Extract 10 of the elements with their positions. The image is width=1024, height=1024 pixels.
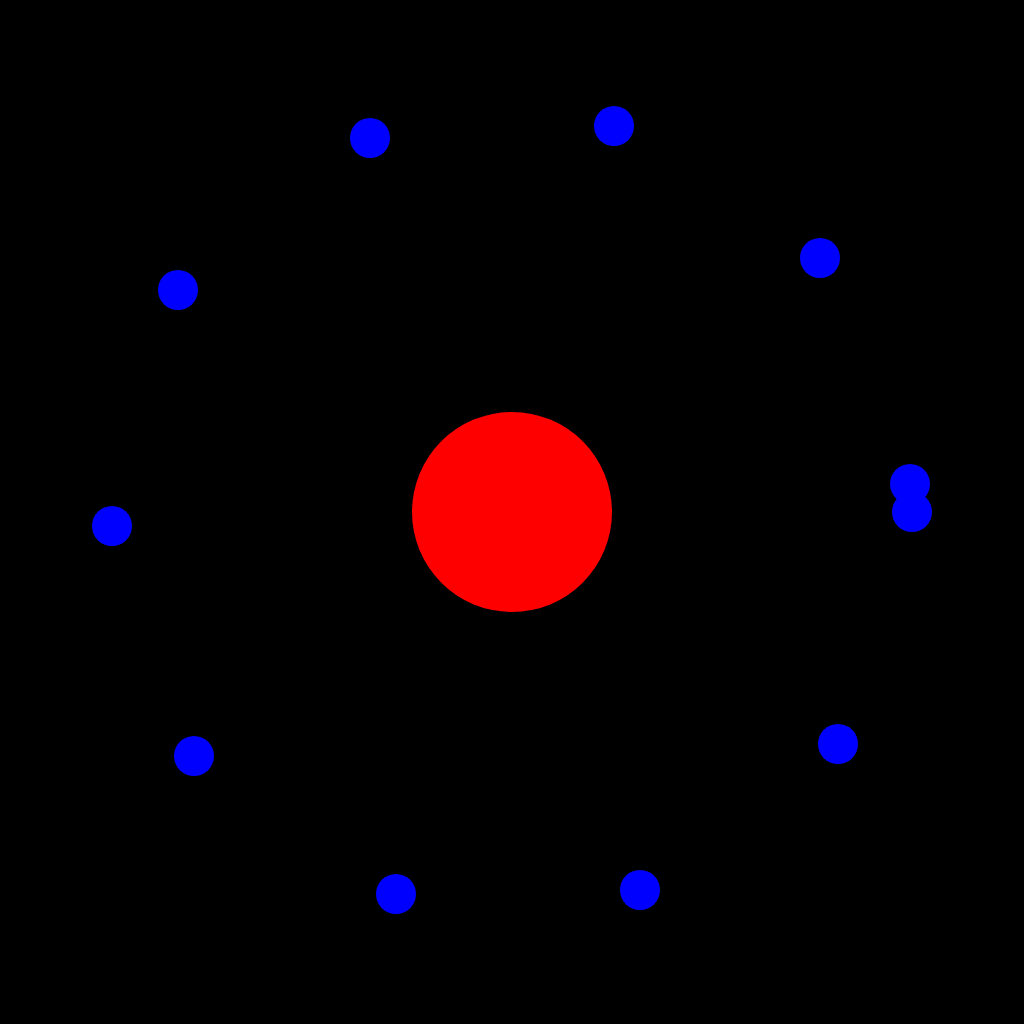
dot [92,505,132,546]
dot [891,492,932,532]
dot [350,118,390,158]
dot [620,870,661,911]
dot [376,874,417,915]
dot [594,105,635,146]
dot [817,724,858,765]
dot [158,270,199,310]
dot [174,735,215,776]
dot [800,237,840,278]
